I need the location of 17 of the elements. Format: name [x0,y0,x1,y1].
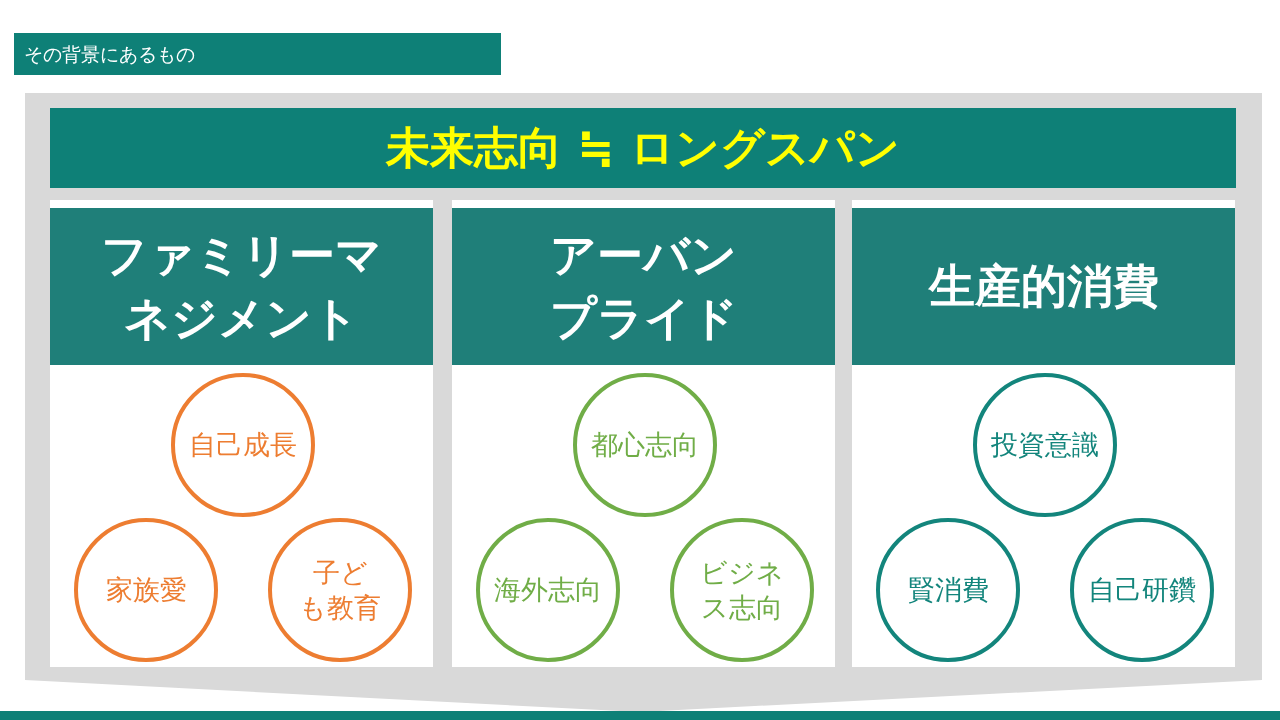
keyword-circle: 自己成長 [171,373,315,517]
column-panel [452,200,835,667]
keyword-circle: 自己研鑽 [1070,518,1214,662]
keyword-circle: 賢消費 [876,518,1020,662]
keyword-circle: ビジネス志向 [670,518,814,662]
keyword-circle: 投資意識 [973,373,1117,517]
title-bar: その背景にあるもの [14,33,501,75]
column-header: アーバンプライド [452,208,835,365]
column-panel [50,200,433,667]
keyword-circle: 海外志向 [476,518,620,662]
keyword-circle: 家族愛 [74,518,218,662]
column-panel [852,200,1235,667]
column-header: 生産的消費 [852,208,1235,365]
keyword-circle: 子ども教育 [268,518,412,662]
theme-banner: 未来志向 ≒ ロングスパン [50,108,1236,188]
keyword-circle: 都心志向 [573,373,717,517]
column-header: ファミリーマネジメント [50,208,433,365]
